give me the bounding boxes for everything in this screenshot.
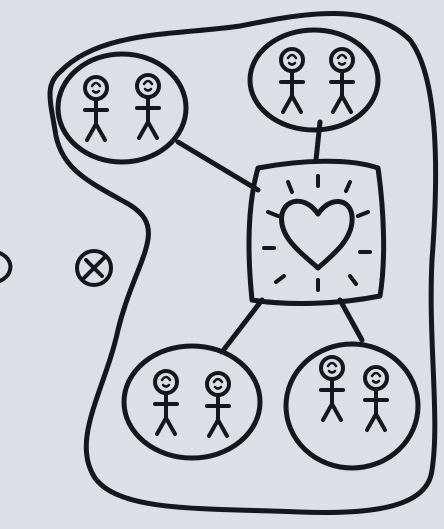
- partial-circle-icon: [0, 252, 10, 282]
- person-figure: [321, 357, 343, 420]
- person-figure: [365, 367, 387, 430]
- person-figure: [137, 75, 159, 138]
- hub-box: [249, 161, 384, 303]
- hub-rays: [264, 176, 370, 290]
- heart-icon: [282, 201, 353, 268]
- connector-bottom-right: [340, 300, 362, 340]
- crossed-circle-icon: [77, 251, 111, 285]
- person-figure: [281, 49, 303, 112]
- connector-bottom-left: [222, 300, 262, 352]
- group-bottom-right: [286, 344, 418, 468]
- group-top-left: [58, 54, 186, 162]
- person-figure: [331, 49, 353, 112]
- person-figure: [155, 371, 177, 434]
- group-top-right: [250, 30, 378, 130]
- group-bottom-left: [124, 346, 260, 458]
- connector-top-left: [178, 142, 258, 190]
- person-figure: [207, 373, 229, 436]
- person-figure: [85, 77, 107, 140]
